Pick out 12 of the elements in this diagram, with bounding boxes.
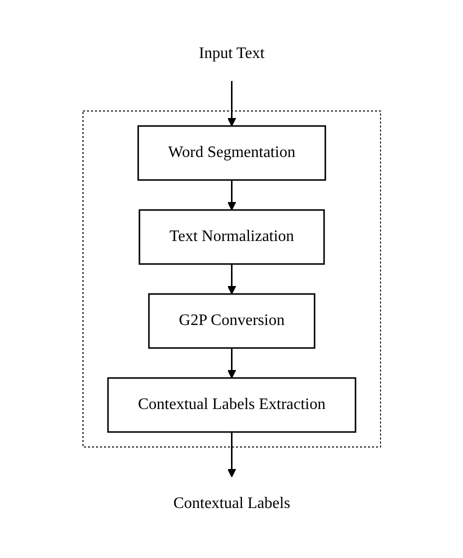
arrow (227, 81, 236, 126)
node-text: Contextual Labels (173, 495, 290, 512)
node-box: Contextual Labels Extraction (107, 377, 356, 433)
node-box: Text Normalization (138, 209, 325, 265)
node-box: Word Segmentation (137, 125, 326, 181)
node-text: Input Text (198, 45, 264, 62)
arrow (227, 180, 236, 210)
arrow (227, 348, 236, 378)
cluster (82, 110, 381, 448)
node-box: G2P Conversion (148, 293, 316, 349)
arrow (227, 264, 236, 294)
arrow (227, 432, 236, 478)
